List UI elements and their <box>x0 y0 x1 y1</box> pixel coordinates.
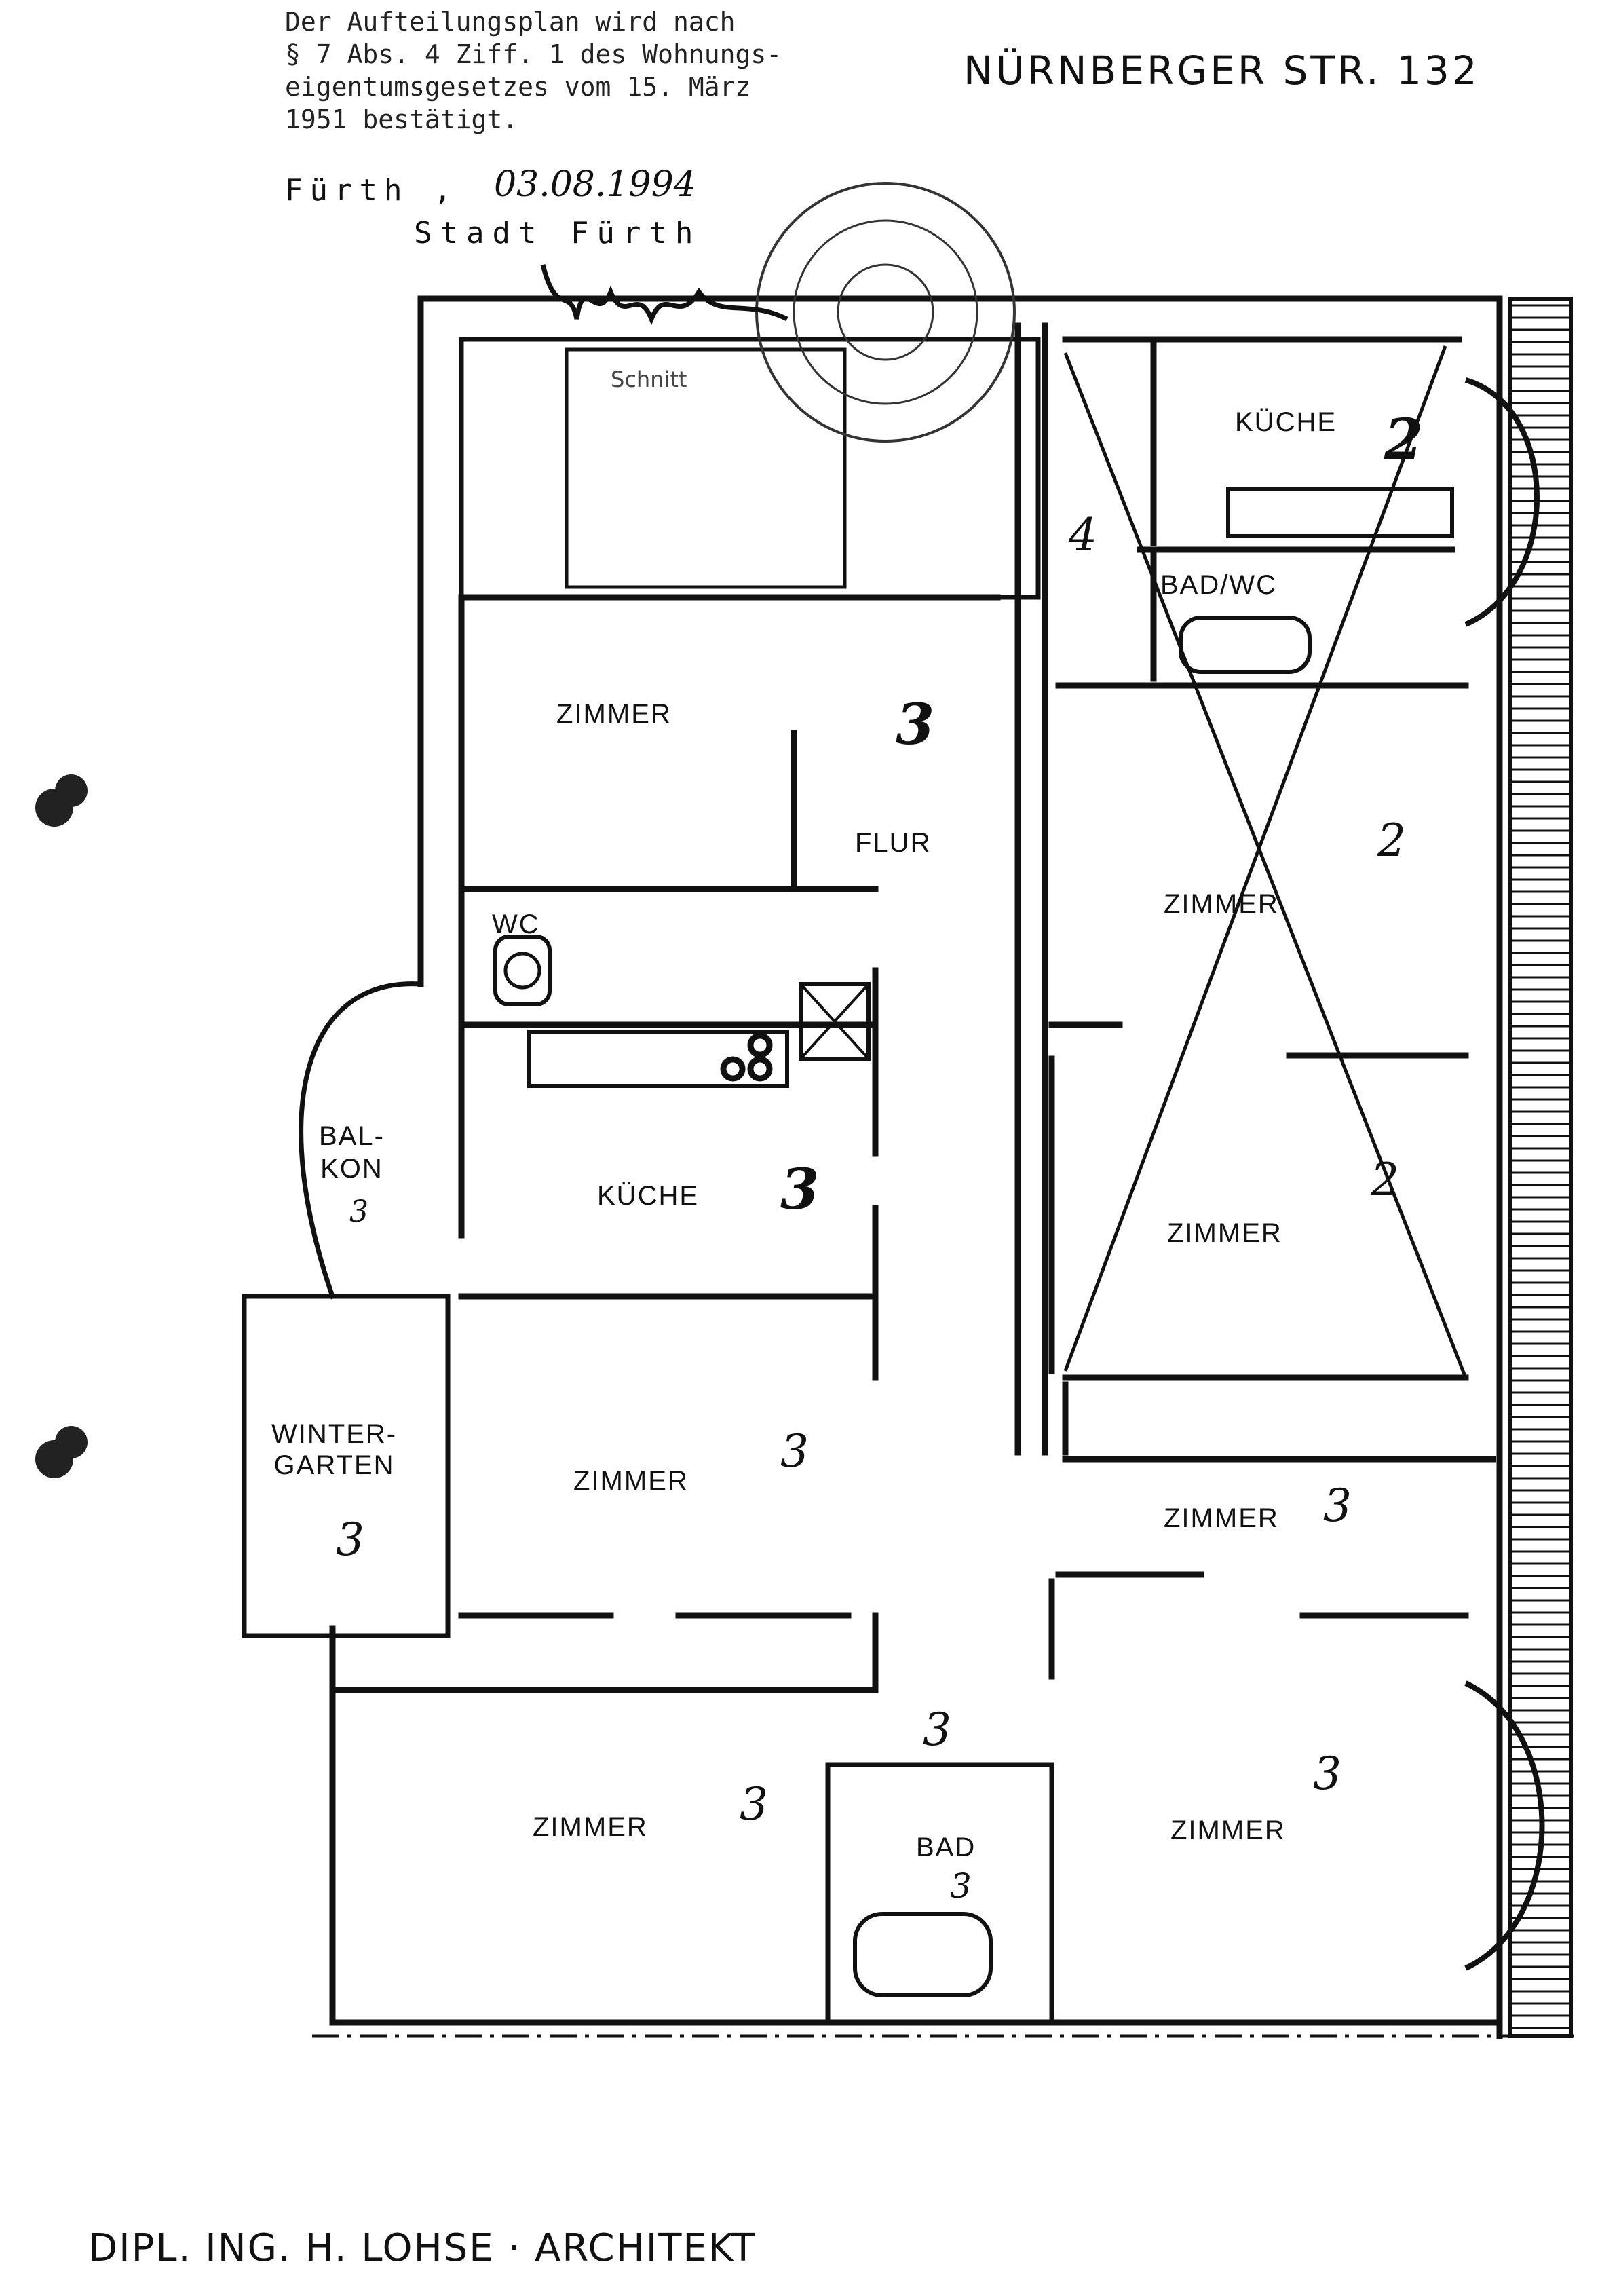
unit-mark: 3 <box>896 692 935 757</box>
room-zimmer-bottom-left: ZIMMER <box>533 1812 648 1842</box>
cross-line-2 <box>1063 345 1447 1372</box>
room-zimmer-right-lower: ZIMMER <box>1167 1218 1282 1248</box>
room-zimmer-bottom-right: ZIMMER <box>1170 1815 1286 1845</box>
date: 03.08.1994 <box>494 164 696 205</box>
stamp-line: § 7 Abs. 4 Ziff. 1 des Wohnungs- <box>285 39 782 69</box>
unit-mark: 3 <box>923 1704 951 1756</box>
unit-mark: 3 <box>336 1513 364 1566</box>
wintergarten-wall <box>242 1294 451 1638</box>
unit-mark: 2 <box>1377 814 1406 867</box>
stamp-line: eigentumsgesetzes vom 15. März <box>285 72 751 102</box>
unit-mark: 2 <box>1371 1154 1399 1206</box>
room-bad-wc: BAD/WC <box>1160 570 1277 600</box>
authority: Stadt Fürth <box>414 216 702 250</box>
unit-mark: 2 <box>1384 407 1424 472</box>
address: NÜRNBERGER STR. 132 <box>964 48 1480 94</box>
room-kueche-mid: KÜCHE <box>597 1181 700 1211</box>
room-flur: FLUR <box>855 828 932 858</box>
unit-mark: 3 <box>950 1866 972 1906</box>
room-zimmer-mid-left: ZIMMER <box>573 1466 689 1496</box>
outer-wall <box>417 295 1503 2039</box>
punch-holes <box>35 774 88 1478</box>
spine-wall <box>1014 322 1048 1456</box>
stair-label: Schnitt <box>611 366 687 392</box>
room-bad: BAD <box>916 1832 976 1862</box>
architect-credit: DIPL. ING. H. LOHSE · ARCHITEKT <box>88 2226 757 2270</box>
facade-hatch <box>1508 297 1573 2038</box>
confirmation-stamp: Der Aufteilungsplan wird nach § 7 Abs. 4… <box>285 5 782 136</box>
room-wintergarten: WINTER- GARTEN <box>271 1419 398 1480</box>
stamp-line: 1951 bestätigt. <box>285 105 518 134</box>
balcony-arc <box>299 981 423 1300</box>
unit-mark: 3 <box>740 1778 768 1830</box>
official-seal <box>755 182 1016 443</box>
room-zimmer-mid-right: ZIMMER <box>1164 1503 1279 1533</box>
room-balkon: BAL- KON <box>319 1121 385 1184</box>
signature <box>540 264 788 326</box>
stamp-line: Der Aufteilungsplan wird nach <box>285 7 736 37</box>
unit-mark: 3 <box>780 1157 820 1222</box>
room-kueche-top: KÜCHE <box>1235 407 1337 437</box>
room-zimmer-top-left: ZIMMER <box>556 699 672 729</box>
unit-mark: 3 <box>1323 1480 1352 1532</box>
place: Fürth , <box>285 173 459 208</box>
unit-mark: 4 <box>1069 509 1097 561</box>
unit-mark: 3 <box>349 1194 368 1229</box>
room-zimmer-right-upper: ZIMMER <box>1164 889 1279 919</box>
bad-room <box>825 1762 1054 2025</box>
unit-mark: 3 <box>1313 1748 1341 1800</box>
room-wc: WC <box>492 909 540 939</box>
unit-mark: 3 <box>780 1425 809 1478</box>
outer-wall-left-lower <box>329 1625 1503 2026</box>
staircase <box>459 337 1041 600</box>
cross-line-1 <box>1063 352 1468 1378</box>
